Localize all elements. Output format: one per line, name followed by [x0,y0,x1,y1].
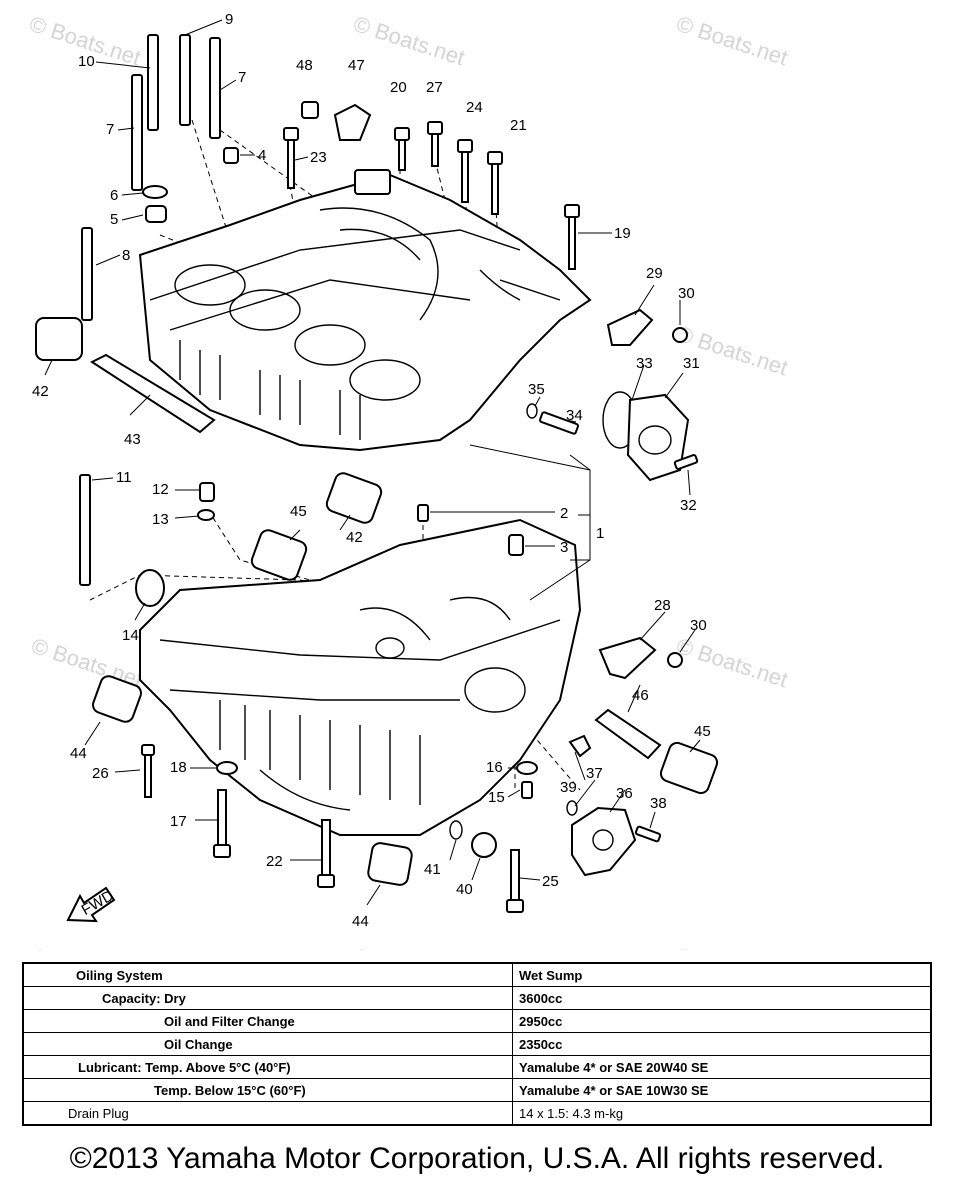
callout-42a: 42 [32,383,49,400]
callout-23: 23 [310,149,327,166]
callout-40: 40 [456,881,473,898]
table-row: Drain Plug 14 x 1.5: 4.3 m-kg [22,1101,932,1126]
callout-30a: 30 [678,285,695,302]
table-row: Temp. Below 15°C (60°F) Yamalube 4* or S… [22,1078,932,1102]
spec-value: Yamalube 4* or SAE 10W30 SE [512,1078,932,1102]
callout-24: 24 [466,99,483,116]
callout-1: 1 [596,525,604,542]
spec-label: Capacity: Dry [22,986,513,1010]
callout-numbers: 1 2 3 4 5 6 7 7 8 9 10 11 12 13 14 15 16… [32,11,711,930]
spec-value: Yamalube 4* or SAE 20W40 SE [512,1055,932,1079]
watermark: © Boats.net [350,11,467,70]
copyright-notice: ©2013 Yamaha Motor Corporation, U.S.A. A… [69,1142,885,1175]
callout-30b: 30 [690,617,707,634]
oiling-specs-table: Oiling System Wet Sump Capacity: Dry 360… [22,962,932,1126]
callout-29: 29 [646,265,663,282]
callout-48: 48 [296,57,313,74]
spec-label: Drain Plug [22,1101,513,1126]
callout-2: 2 [560,505,568,522]
lower-crankcase [139,518,582,836]
watermark: © Boats.net [673,11,790,70]
table-row: Oiling System Wet Sump [22,962,932,987]
callout-4: 4 [258,147,266,164]
spec-value: 2950cc [512,1009,932,1033]
callout-36: 36 [616,785,633,802]
callout-15: 15 [488,789,505,806]
callout-11: 11 [116,469,132,486]
callout-38: 38 [650,795,667,812]
covers-and-pump [526,308,699,877]
spec-label: Lubricant: Temp. Above 5°C (40°F) [22,1055,513,1079]
spec-label: Temp. Below 15°C (60°F) [22,1078,513,1102]
callout-22: 22 [266,853,283,870]
callout-44b: 44 [352,913,369,930]
callout-37: 37 [586,765,603,782]
callout-14: 14 [122,627,139,644]
callout-12: 12 [152,481,169,498]
callout-35: 35 [528,381,545,398]
table-row: Lubricant: Temp. Above 5°C (40°F) Yamalu… [22,1055,932,1079]
crankcase-exploded-diagram: © Boats.net © Boats.net © Boats.net © Bo… [26,11,790,950]
callout-7a: 7 [238,69,246,86]
callout-10: 10 [78,53,95,70]
spec-value: 2350cc [512,1032,932,1056]
callout-31: 31 [683,355,700,372]
callout-42b: 42 [346,529,363,546]
front-direction-arrow: FWD [66,886,117,923]
spec-label: Oiling System [22,962,513,987]
callout-45b: 45 [694,723,711,740]
callout-6: 6 [110,187,118,204]
watermark: © Boats.net [350,943,467,950]
callout-47: 47 [348,57,365,74]
callout-43: 43 [124,431,141,448]
callout-21: 21 [510,117,527,134]
table-row: Capacity: Dry 3600cc [22,986,932,1010]
callout-26: 26 [92,765,109,782]
front-arrow-label: FWD [79,887,117,919]
callout-20: 20 [390,79,407,96]
callout-33: 33 [636,355,653,372]
callout-46: 46 [632,687,649,704]
callout-8: 8 [122,247,130,264]
callout-39: 39 [560,779,577,796]
filters-and-pipes [35,317,719,886]
spec-value: Wet Sump [512,962,932,987]
table-row: Oil Change 2350cc [22,1032,932,1056]
callout-9: 9 [225,11,233,28]
watermark: © Boats.net [28,943,145,950]
callout-28: 28 [654,597,671,614]
studs-and-bolts [79,34,580,913]
spec-value: 14 x 1.5: 4.3 m-kg [512,1101,932,1126]
callout-16: 16 [486,759,503,776]
watermark: © Boats.net [673,943,790,950]
spec-label: Oil Change [22,1032,513,1056]
callout-3: 3 [560,539,568,556]
callout-32: 32 [680,497,697,514]
callout-27: 27 [426,79,443,96]
watermark: © Boats.net [673,633,790,692]
spec-value: 3600cc [512,986,932,1010]
leader-lines [44,19,701,906]
callout-34: 34 [566,407,583,424]
upper-crankcase [138,169,592,452]
callout-45a: 45 [290,503,307,520]
callout-19: 19 [614,225,631,242]
callout-25: 25 [542,873,559,890]
callout-5: 5 [110,211,118,228]
callout-18: 18 [170,759,187,776]
spec-label: Oil and Filter Change [22,1009,513,1033]
callout-13: 13 [152,511,169,528]
table-row: Oil and Filter Change 2950cc [22,1009,932,1033]
callout-41: 41 [424,861,441,878]
callout-17: 17 [170,813,187,830]
callout-44a: 44 [70,745,87,762]
callout-7b: 7 [106,121,114,138]
